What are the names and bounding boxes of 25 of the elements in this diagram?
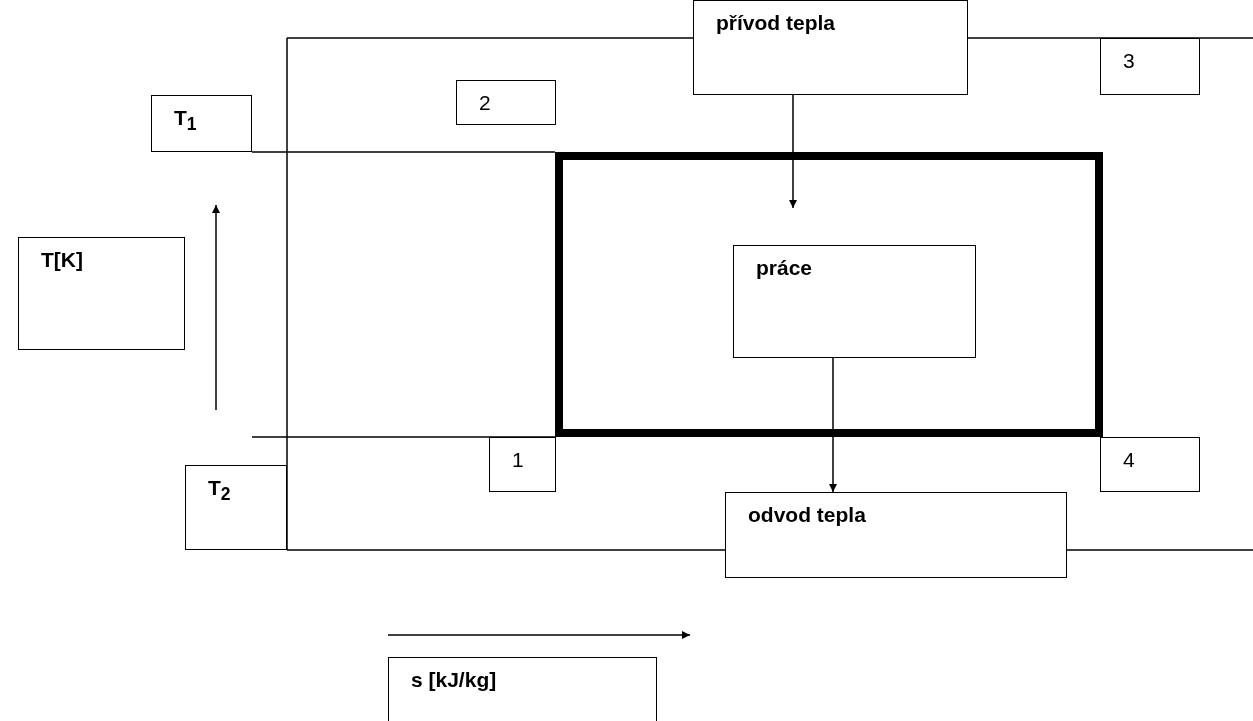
cycle-rectangle (555, 152, 1103, 437)
label-box (151, 95, 252, 152)
label-box (733, 245, 976, 358)
box-text: 2 (479, 91, 491, 115)
label-box (693, 0, 968, 95)
label-box (456, 80, 556, 125)
box-text: T$_{2}$ (208, 476, 231, 506)
label-box (18, 237, 185, 350)
box-text: přívod tepla (716, 11, 836, 35)
box-text: 4 (1123, 448, 1135, 472)
label-box (489, 437, 556, 492)
label-box (1100, 437, 1200, 492)
label-box (1100, 38, 1200, 95)
box-text: 1 (512, 448, 524, 472)
box-text: s [kJ/kg] (411, 668, 497, 692)
label-box (185, 465, 287, 550)
arrow (789, 94, 797, 209)
arrow (829, 357, 837, 493)
label-box (725, 492, 1067, 578)
box-text: odvod tepla (748, 503, 866, 527)
box-text: práce (756, 256, 813, 280)
box-text: T[K] (41, 248, 83, 272)
box-text: 3 (1123, 49, 1135, 73)
box-text: T$_{1}$ (174, 106, 197, 136)
label-box (388, 657, 657, 721)
